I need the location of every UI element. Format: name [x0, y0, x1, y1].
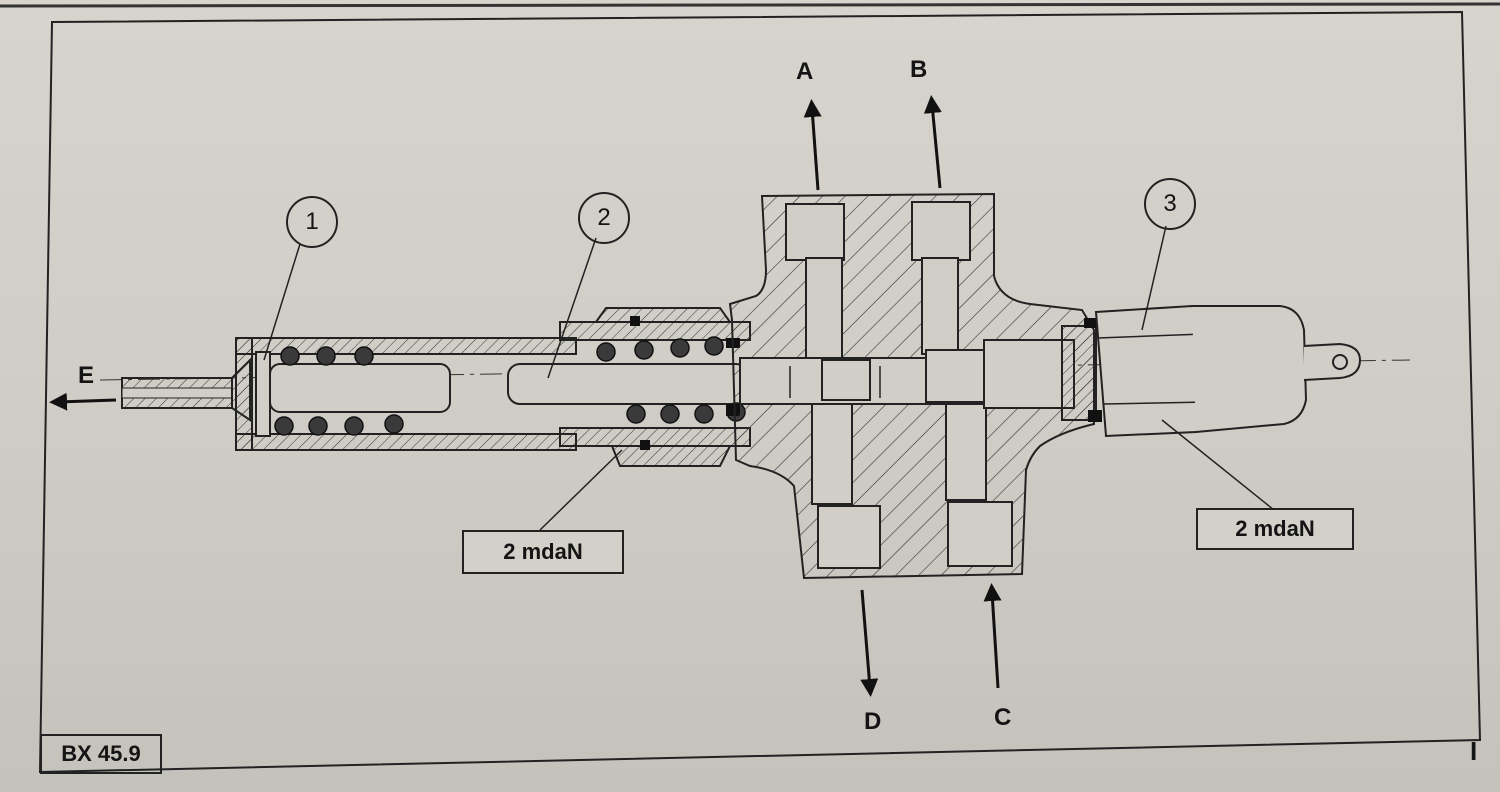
port-label-b: B [910, 56, 928, 83]
corner-mark: I [1470, 736, 1478, 766]
port-label-e: E [78, 362, 95, 389]
arrow-a [803, 99, 822, 191]
arrow-e [49, 392, 117, 411]
torque-label-right: 2 mdaN [1196, 508, 1354, 550]
arrow-b [923, 95, 942, 189]
outlet-nozzle [121, 357, 251, 422]
port-label-d: D [864, 708, 882, 735]
port-label-a: A [796, 58, 814, 85]
valve-disc-1 [255, 351, 271, 437]
port-label-c: C [994, 704, 1012, 731]
arrow-d [860, 589, 879, 697]
top-rule [0, 2, 1500, 8]
spring-1 [274, 346, 404, 436]
callout-1: 1 [286, 196, 338, 248]
piston-1 [269, 363, 451, 413]
plunger-2 [507, 363, 749, 405]
torque-label-left: 2 mdaN [462, 530, 624, 574]
port-arrows [49, 95, 1002, 697]
arrow-c [983, 583, 1002, 689]
callout-3: 3 [1144, 178, 1196, 230]
leader-lines [263, 225, 1275, 531]
figure-reference: BX 45.9 [40, 734, 162, 774]
valve-body [728, 192, 1095, 580]
middle-cylinder [507, 307, 751, 467]
figure-frame [38, 10, 1482, 774]
right-plug [983, 304, 1362, 438]
callout-2: 2 [578, 192, 630, 244]
